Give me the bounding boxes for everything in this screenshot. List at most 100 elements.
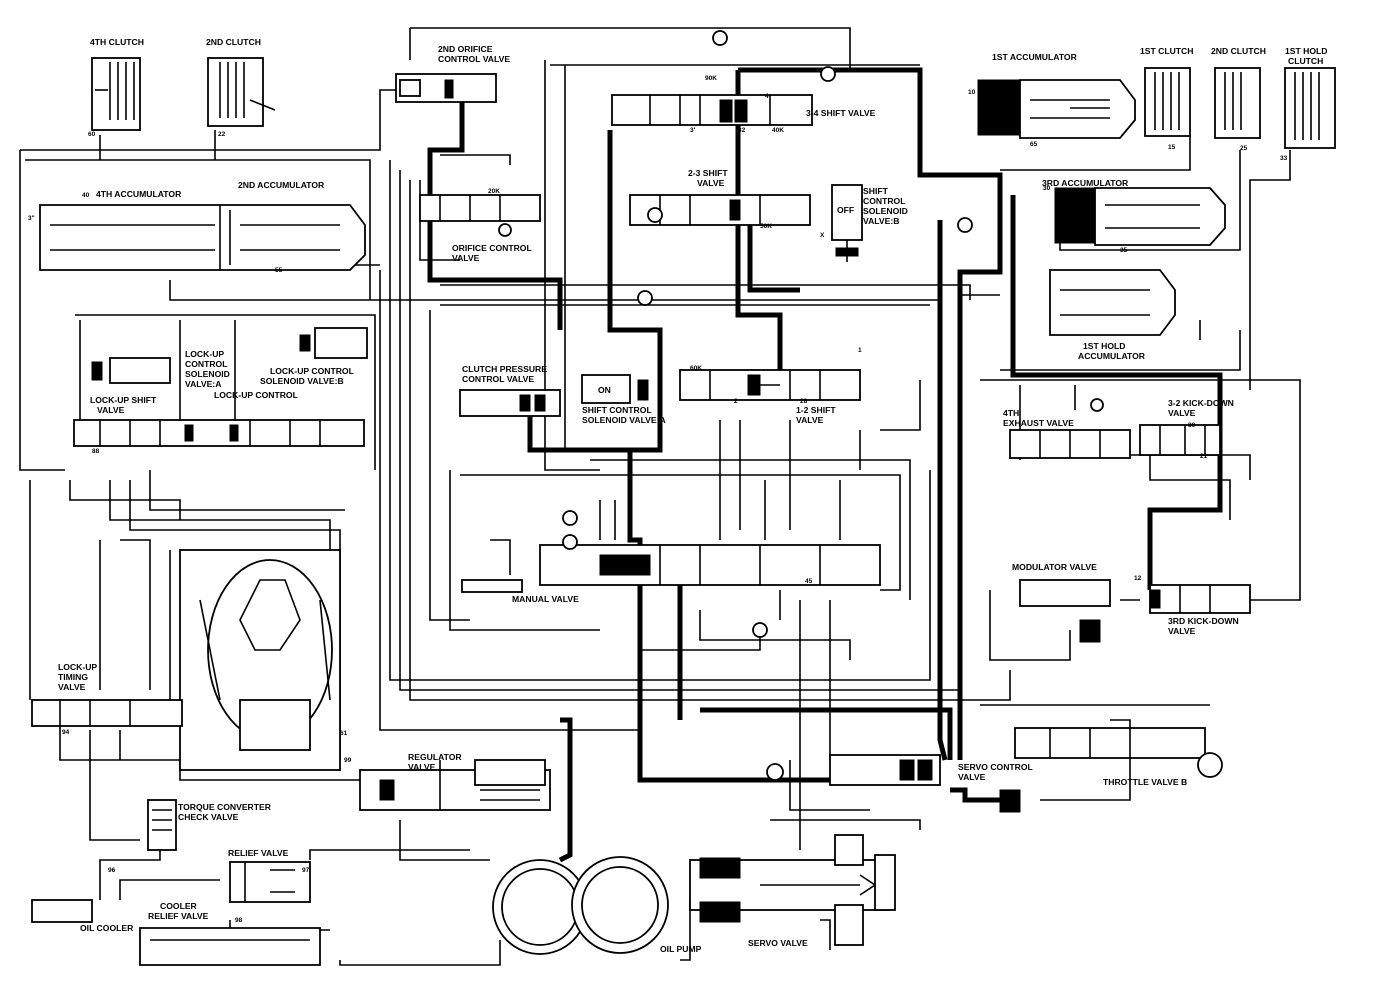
label-lockup-shift: LOCK-UP SHIFT: [90, 395, 157, 405]
clutch-2nd-right: [1214, 67, 1261, 139]
label-2nd-clutch: 2ND CLUTCH: [206, 37, 261, 47]
label-relief-valve: RELIEF VALVE: [228, 848, 289, 858]
servo-valve: [689, 834, 896, 946]
shift-valve-2-3: [629, 194, 811, 226]
label-4th-clutch: 4TH CLUTCH: [90, 37, 144, 47]
hold-clutch-1st: [1284, 67, 1336, 149]
shift-valve-3-4: [611, 94, 813, 126]
label-modulator-valve: MODULATOR VALVE: [1012, 562, 1097, 572]
port-10: 10: [968, 89, 976, 96]
lockup-solenoids: [91, 327, 368, 384]
label-oil-pump: OIL PUMP: [660, 944, 702, 954]
label-servo-valve: SERVO VALVE: [748, 938, 808, 948]
label-sol-b-2: CONTROL: [863, 196, 906, 206]
label-sol-b-state: OFF: [837, 205, 854, 215]
label-cooler-relief-2: RELIEF VALVE: [148, 911, 209, 921]
clutch-2nd: [207, 57, 276, 127]
port-55: 55: [275, 267, 283, 274]
label-1st-hold-accumulator: 1ST HOLD: [1083, 341, 1126, 351]
hold-accumulator-1st: [1049, 269, 1176, 336]
clutch-4th: [91, 57, 141, 131]
check-balls: [637, 30, 1104, 638]
label-3rd-kickdown-2: VALVE: [1168, 626, 1196, 636]
port-88: 88: [92, 448, 100, 455]
port-80: 80: [1188, 422, 1196, 429]
lockup-timing-valve: [31, 699, 183, 727]
label-torque-converter-check-2: CHECK VALVE: [178, 812, 239, 822]
port-3in: 3": [28, 215, 35, 222]
label-lockup-sol-a-2: CONTROL: [185, 359, 228, 369]
port-15: 15: [1168, 144, 1176, 151]
label-oil-cooler: OIL COOLER: [80, 923, 134, 933]
oil-cooler: [31, 899, 321, 966]
modulator-valve: [1019, 579, 1111, 643]
clutch-pressure-control-valve: [459, 389, 561, 417]
label-manual-valve: MANUAL VALVE: [512, 594, 579, 604]
label-4th-exhaust: 4TH: [1003, 408, 1019, 418]
label-sol-a-state: ON: [598, 385, 611, 395]
port-20k: 20K: [488, 188, 500, 195]
label-3-4-shift-valve: 3-4 SHIFT VALVE: [806, 108, 876, 118]
shift-valve-1-2: [679, 369, 861, 401]
label-sol-a-1: SHIFT CONTROL: [582, 405, 652, 415]
label-lockup-sol-a-4: VALVE:A: [185, 379, 221, 389]
label-lockup-sol-a-3: SOLENOID: [185, 369, 230, 379]
port-40: 40: [82, 192, 90, 199]
label-2nd-accumulator: 2ND ACCUMULATOR: [238, 180, 325, 190]
shift-control-solenoid-a: [581, 374, 649, 404]
label-4th-exhaust-2: EXHAUST VALVE: [1003, 418, 1074, 428]
accumulator-4th-2nd: [39, 204, 366, 271]
oil-pump: [492, 856, 669, 955]
label-2nd-clutch-right: 2ND CLUTCH: [1211, 46, 1266, 56]
label-1-2-shift: 1-2 SHIFT: [796, 405, 836, 415]
orifice-control-valve-2nd: [395, 73, 497, 103]
manual-valve: [461, 510, 881, 593]
port-61: 61: [340, 730, 348, 737]
label-3-2-kickdown: 3-2 KICK-DOWN: [1168, 398, 1234, 408]
accumulator-1st: [977, 79, 1136, 139]
label-2-3-shift: 2-3 SHIFT: [688, 168, 728, 178]
label-sol-b-4: VALVE:B: [863, 216, 899, 226]
fluid-passages: [19, 27, 1301, 966]
port-2: 2: [734, 398, 738, 405]
label-torque-converter-check: TORQUE CONVERTER: [178, 802, 272, 812]
label-2nd-orifice: 2ND ORIFICE: [438, 44, 493, 54]
port-1: 1: [858, 347, 862, 354]
port-94: 94: [62, 729, 70, 736]
label-clutch-pressure: CLUTCH PRESSURE: [462, 364, 547, 374]
port-98: 98: [235, 917, 243, 924]
label-1st-accumulator: 1ST ACCUMULATOR: [992, 52, 1078, 62]
label-servo-control-2: VALVE: [958, 772, 986, 782]
label-sol-b-1: SHIFT: [863, 186, 889, 196]
port-40k: 40K: [772, 127, 784, 134]
port-25: 25: [1240, 145, 1248, 152]
label-3rd-kickdown: 3RD KICK-DOWN: [1168, 616, 1239, 626]
kickdown-valve-3-2: [1139, 424, 1221, 456]
throttle-valve-b: [999, 727, 1223, 813]
label-lockup-timing-2: TIMING: [58, 672, 88, 682]
label-servo-control: SERVO CONTROL: [958, 762, 1033, 772]
label-clutch-pressure-2: CONTROL VALVE: [462, 374, 534, 384]
kickdown-valve-3rd: [1149, 584, 1251, 614]
label-lockup-sol-a-1: LOCK-UP: [185, 349, 224, 359]
port-65: 65: [1030, 141, 1038, 148]
port-30: 30: [1043, 185, 1051, 192]
port-99: 99: [344, 757, 352, 764]
label-sol-b-3: SOLENOID: [863, 206, 908, 216]
port-x: X: [820, 232, 825, 239]
port-numbers: 60 22 40 20K 55 3" 90K 4 3' 32 40K 65 15…: [28, 75, 1288, 924]
port-22: 22: [218, 131, 226, 138]
label-lockup-timing-3: VALVE: [58, 682, 86, 692]
label-lockup-sol-b-2: SOLENOID VALVE:B: [260, 376, 344, 386]
label-orifice-control-2: VALVE: [452, 253, 480, 263]
accumulator-3rd: [1054, 187, 1226, 246]
port-32: 32: [738, 127, 746, 134]
regulator-valve: [359, 759, 551, 811]
port-50k: 50K: [760, 223, 772, 230]
label-3rd-accumulator: 3RD ACCUMULATOR: [1042, 178, 1129, 188]
shift-control-solenoid-b: [831, 184, 863, 262]
torque-converter-check-valve: [147, 799, 177, 851]
relief-valves: [229, 861, 311, 903]
label-1st-hold-clutch: 1ST HOLD: [1285, 46, 1328, 56]
port-35: 35: [1120, 247, 1128, 254]
